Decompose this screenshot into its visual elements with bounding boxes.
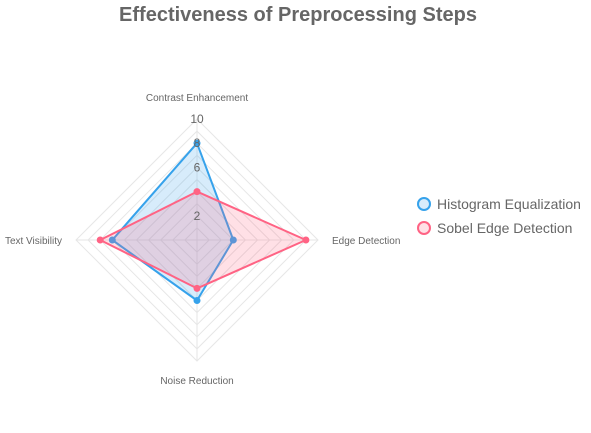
data-point[interactable] (96, 236, 104, 244)
data-point[interactable] (229, 236, 237, 244)
legend-label[interactable]: Sobel Edge Detection (437, 220, 572, 236)
tick-label: 2 (194, 209, 201, 223)
legend-marker[interactable] (417, 197, 431, 211)
data-point[interactable] (193, 284, 201, 292)
tick-label: 10 (190, 112, 204, 126)
data-point[interactable] (193, 297, 201, 304)
tick-label: 6 (194, 160, 201, 174)
data-point[interactable] (302, 236, 310, 244)
data-point[interactable] (193, 139, 201, 147)
data-point[interactable] (193, 188, 201, 196)
axis-label: Text Visibility (5, 236, 62, 247)
axis-label: Contrast Enhancement (146, 93, 249, 104)
data-point[interactable] (108, 236, 116, 244)
chart-title: Effectiveness of Preprocessing Steps (119, 4, 477, 26)
legend-label[interactable]: Histogram Equalization (437, 196, 581, 212)
radar-series (96, 139, 310, 304)
axis-label: Noise Reduction (160, 376, 233, 387)
tick-label: 8 (194, 136, 201, 150)
series-area (99, 190, 307, 290)
axis-label: Edge Detection (332, 236, 400, 247)
legend-marker[interactable] (417, 221, 431, 235)
